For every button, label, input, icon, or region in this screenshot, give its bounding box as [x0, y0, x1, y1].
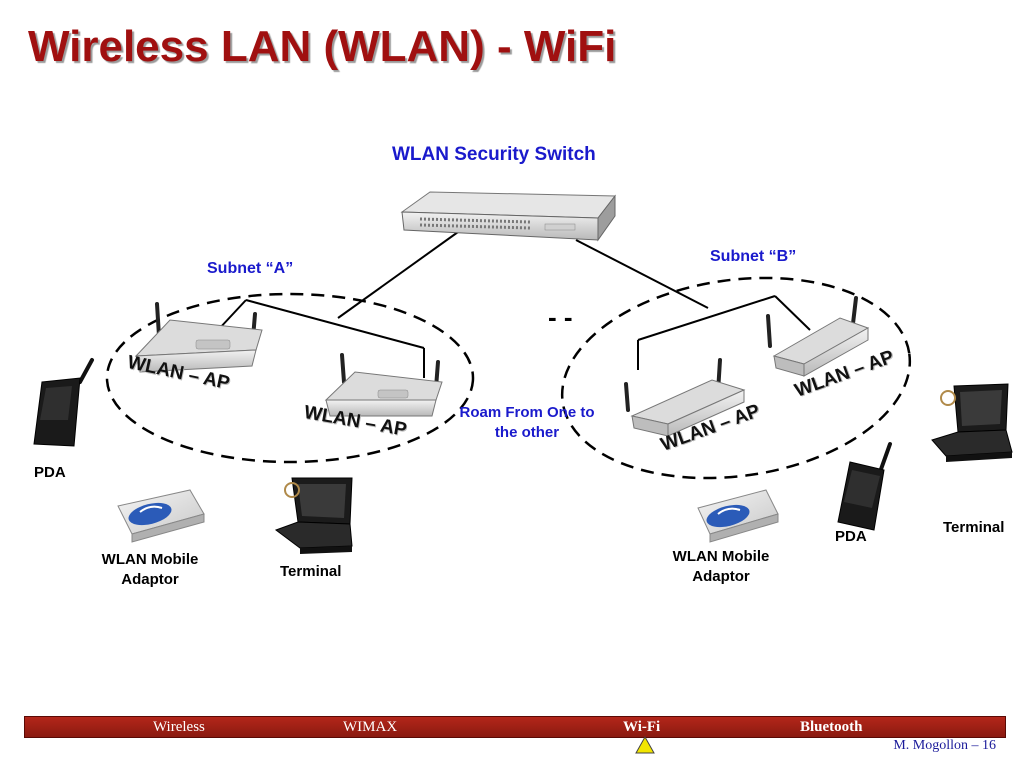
slide-credit: M. Mogollon – 16 — [893, 738, 996, 753]
access-point-a1-icon — [134, 302, 263, 373]
security-switch-icon — [400, 191, 617, 242]
footer-nav-bar: Wireless WIMAX Wi-Fi Bluetooth — [24, 716, 1006, 738]
adaptor-left-label-line1: WLAN Mobile — [101, 551, 199, 568]
subnet-a-label: Subnet “A” — [207, 260, 294, 277]
roam-label-line1: Roam From One to — [459, 404, 595, 421]
subnet-b-boundary — [560, 276, 912, 480]
subnet-a-bus — [245, 299, 425, 349]
terminal-left-label: Terminal — [280, 563, 342, 580]
switch-to-subnet-b-line — [575, 239, 709, 309]
footer-link-wireless[interactable]: Wireless — [153, 719, 205, 735]
adaptor-left-label-line2: Adaptor — [121, 571, 179, 588]
subnet-b-branch-2 — [774, 295, 811, 331]
terminal-right-label: Terminal — [943, 519, 1005, 536]
pda-left-label: PDA — [34, 464, 66, 481]
subnet-b-bus — [637, 295, 776, 341]
subnet-a-branch-1 — [217, 299, 247, 331]
switch-to-subnet-a-line — [337, 231, 459, 319]
adaptor-right-label-line2: Adaptor — [692, 568, 750, 585]
footer-link-wifi[interactable]: Wi-Fi — [623, 719, 661, 735]
pda-right-icon — [837, 442, 892, 531]
laptop-right-icon — [931, 383, 1013, 462]
switch-label: WLAN Security Switch — [392, 144, 596, 165]
separator-dashes: - - — [548, 302, 573, 332]
subnet-a-boundary — [105, 292, 475, 464]
access-point-b2-icon — [766, 296, 870, 377]
adaptor-right-label-line1: WLAN Mobile — [672, 548, 770, 565]
access-point-a2-icon — [324, 353, 443, 417]
current-section-marker-icon — [635, 736, 655, 754]
footer-link-bluetooth[interactable]: Bluetooth — [800, 719, 863, 735]
pda-right-label: PDA — [835, 528, 867, 545]
pda-left-icon — [33, 358, 94, 447]
footer-link-wimax[interactable]: WIMAX — [343, 719, 398, 735]
subnet-b-label: Subnet “B” — [710, 248, 797, 265]
wlan-adaptor-left-icon — [117, 489, 205, 543]
slide-title: Wireless LAN (WLAN) - WiFi — [28, 22, 617, 71]
laptop-left-icon — [274, 477, 353, 554]
access-point-b1-icon — [624, 358, 746, 437]
roam-label-line2: the other — [494, 424, 560, 441]
wlan-adaptor-right-icon — [697, 489, 779, 543]
connection-lines — [217, 231, 811, 378]
